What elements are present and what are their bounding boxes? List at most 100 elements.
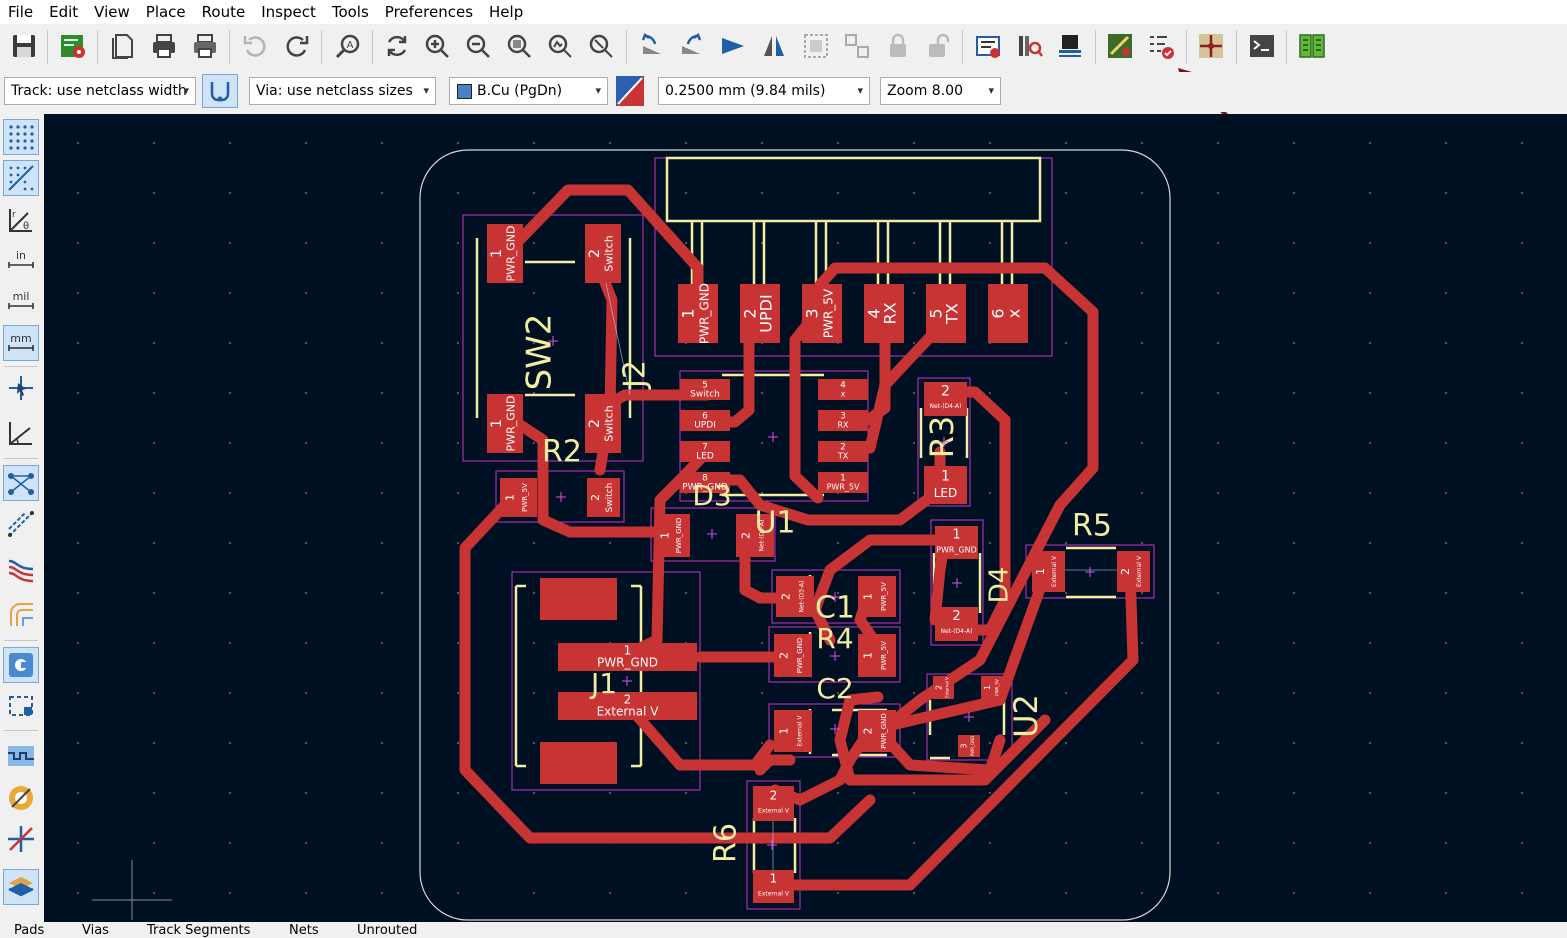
pad-j2-4[interactable]: 4RX	[864, 284, 904, 343]
python-console-button[interactable]	[1247, 31, 1277, 61]
lock-button[interactable]	[883, 31, 913, 61]
pad-fill-toggle[interactable]	[3, 647, 39, 683]
units-mm-toggle[interactable]: mm	[3, 325, 39, 361]
redo-button[interactable]	[282, 31, 312, 61]
net-color-toggle[interactable]	[3, 821, 39, 857]
update-pcb-button[interactable]	[1055, 31, 1085, 61]
schematic-button[interactable]	[1196, 31, 1226, 61]
menu-preferences[interactable]: Preferences	[384, 3, 474, 21]
auto-track-width-toggle[interactable]	[202, 74, 238, 108]
pad-u1-4[interactable]: 4x	[818, 379, 868, 400]
units-mil-toggle[interactable]: mil	[3, 284, 39, 320]
ungroup-button[interactable]	[842, 31, 872, 61]
pad-j2-5[interactable]: 5TX	[926, 284, 966, 343]
flip-button[interactable]	[718, 31, 748, 61]
drc-marker-toggle[interactable]	[3, 780, 39, 816]
grid-overrides-toggle[interactable]	[3, 160, 39, 196]
pad-u1-3[interactable]: 3RX	[818, 410, 868, 431]
via-size-select[interactable]: Via: use netclass sizes▾	[249, 77, 436, 105]
show-grid-toggle[interactable]	[3, 119, 39, 155]
refresh-button[interactable]	[382, 31, 412, 61]
cursor-style-toggle[interactable]	[3, 370, 39, 406]
group-button[interactable]	[801, 31, 831, 61]
print-button[interactable]	[149, 31, 179, 61]
ratsnest-curve-toggle[interactable]	[3, 415, 39, 451]
zoom-selection-button[interactable]	[586, 31, 616, 61]
high-contrast-toggle[interactable]	[3, 554, 39, 590]
footprint-browser-button[interactable]	[1015, 31, 1045, 61]
menu-place[interactable]: Place	[145, 3, 186, 21]
board-setup-button[interactable]	[58, 31, 88, 61]
footprint-editor-button[interactable]	[973, 31, 1003, 61]
menu-view[interactable]: View	[94, 3, 130, 21]
zoom-select[interactable]: Zoom 8.00▾	[880, 77, 1001, 105]
layers-panel-toggle[interactable]	[3, 869, 39, 905]
track-width-select[interactable]: Track: use netclass width▾	[4, 77, 196, 105]
zoom-in-button[interactable]	[422, 31, 452, 61]
drc-button[interactable]	[1146, 31, 1176, 61]
layer-select[interactable]: B.Cu (PgDn)▾	[449, 77, 608, 105]
find-button[interactable]: A	[333, 31, 363, 61]
unlock-button[interactable]	[922, 31, 952, 61]
menu-file[interactable]: File	[8, 3, 34, 21]
pad-j2-6[interactable]: 6x	[988, 284, 1028, 343]
menu-help[interactable]: Help	[489, 3, 524, 21]
page-settings-button[interactable]	[108, 31, 138, 61]
ratsnest-lines-toggle[interactable]	[3, 506, 39, 542]
scripting-button[interactable]	[1105, 31, 1135, 61]
layer-pair-button[interactable]	[615, 75, 645, 107]
units-inch-toggle[interactable]: in	[3, 243, 39, 279]
rotate-cw-button[interactable]	[677, 31, 707, 61]
undo-button[interactable]	[240, 31, 270, 61]
grid-select[interactable]: 0.2500 mm (9.84 mils)▾	[658, 77, 870, 105]
track-outline-toggle[interactable]	[3, 596, 39, 632]
menu-tools[interactable]: Tools	[331, 3, 369, 21]
save-button[interactable]	[9, 31, 39, 61]
menu-edit[interactable]: Edit	[49, 3, 79, 21]
pad-u1-2[interactable]: 2TX	[818, 441, 868, 462]
zone-outline-toggle[interactable]	[3, 688, 39, 724]
mirror-button[interactable]	[759, 31, 789, 61]
menu-route[interactable]: Route	[201, 3, 246, 21]
diff-pair-toggle[interactable]	[3, 738, 39, 774]
show-ratsnest-toggle[interactable]	[3, 465, 39, 501]
zoom-objects-button[interactable]	[545, 31, 575, 61]
appearance-panel-button[interactable]	[1297, 31, 1327, 61]
plot-button[interactable]	[190, 31, 220, 61]
menu-inspect[interactable]: Inspect	[261, 3, 316, 21]
